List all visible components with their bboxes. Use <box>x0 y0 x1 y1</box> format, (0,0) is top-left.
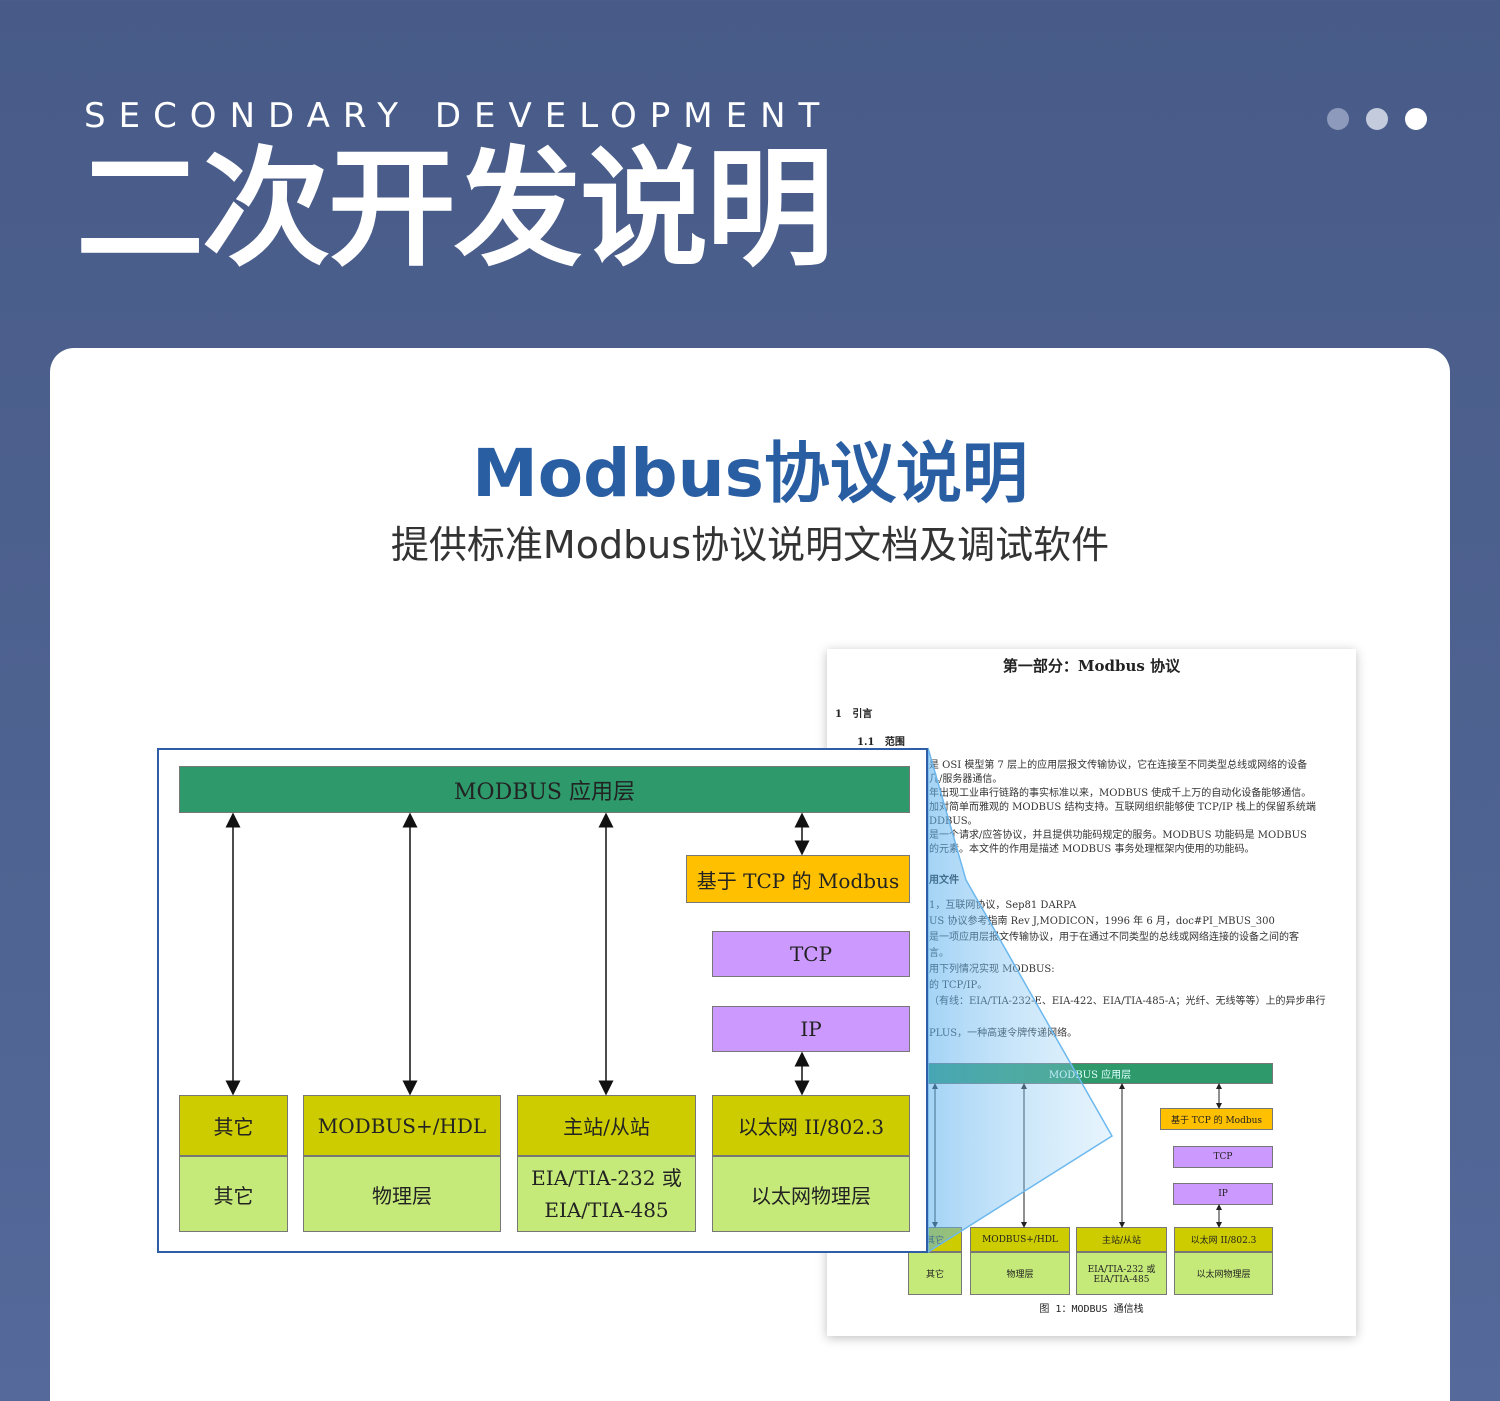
document-line: 加对简单而雅观的 MODBUS 结构支持。互联网组织能够使 TCP/IP 栈上的… <box>929 802 1316 813</box>
mini-col3-bottom-line2: EIA/TIA-485 <box>1093 1275 1150 1285</box>
app-layer-block: MODBUS 应用层 <box>179 766 910 813</box>
document-line: 是 OSI 模型第 7 层上的应用层报文传输协议，它在连接至不同类型总线或网络的… <box>929 760 1308 771</box>
mini-tcp: TCP <box>1173 1146 1273 1168</box>
col1-bottom-block: 其它 <box>179 1156 288 1232</box>
mini-col4-bottom: 以太网物理层 <box>1174 1252 1273 1295</box>
card-title: Modbus协议说明 <box>472 435 1028 512</box>
col2-top-block: MODBUS+/HDL <box>303 1095 501 1156</box>
col3-bottom-line2: EIA/TIA-485 <box>544 1198 669 1222</box>
col1-top-block: 其它 <box>179 1095 288 1156</box>
heading-text: 引言 <box>852 709 873 720</box>
heading-number: 1 <box>835 709 842 720</box>
mini-col1-bottom: 其它 <box>908 1252 962 1295</box>
tcp-modbus-block: 基于 TCP 的 Modbus <box>686 855 910 903</box>
carousel-dot[interactable] <box>1366 108 1388 130</box>
document-subheading: 1.1 范围 <box>857 733 905 748</box>
col3-top-block: 主站/从站 <box>517 1095 696 1156</box>
document-line: 年出现工业串行链路的事实标准以来，MODBUS 使成千上万的自动化设备能够通信。 <box>929 788 1312 799</box>
mini-col3-bottom: EIA/TIA-232 或 EIA/TIA-485 <box>1076 1252 1167 1295</box>
subtitle-en: SECONDARY DEVELOPMENT <box>84 96 833 136</box>
modbus-stack-diagram: MODBUS 应用层 基于 TCP 的 Modbus TCP IP 其它 其它 … <box>157 748 928 1253</box>
col3-bottom-block: EIA/TIA-232 或 EIA/TIA-485 <box>517 1156 696 1232</box>
document-caption: 图 1：MODBUS 通信栈 <box>1039 1304 1144 1315</box>
carousel-dot-active[interactable] <box>1405 108 1427 130</box>
tcp-block: TCP <box>712 931 910 977</box>
mini-ip: IP <box>1173 1183 1273 1205</box>
document-line: 是一项应用层报文传输协议，用于在通过不同类型的总线或网络连接的设备之间的客 <box>929 932 1299 943</box>
col3-bottom-line1: EIA/TIA-232 或 <box>531 1166 682 1190</box>
col4-bottom-block: 以太网物理层 <box>712 1156 910 1232</box>
mini-col2-bottom: 物理层 <box>970 1252 1070 1295</box>
page-title: 二次开发说明 <box>76 135 834 284</box>
mini-col4-top: 以太网 II/802.3 <box>1174 1227 1273 1252</box>
mini-col3-bottom-line1: EIA/TIA-232 或 <box>1087 1265 1156 1275</box>
document-title: 第一部分：Modbus 协议 <box>1002 657 1181 675</box>
col2-bottom-block: 物理层 <box>303 1156 501 1232</box>
subheading-number: 1.1 <box>857 737 875 748</box>
document-heading: 1 引言 <box>835 705 872 720</box>
card-subtitle: 提供标准Modbus协议说明文档及调试软件 <box>390 523 1110 567</box>
carousel-dots <box>1327 108 1427 130</box>
subheading-text: 范围 <box>884 737 905 748</box>
col4-top-block: 以太网 II/802.3 <box>712 1095 910 1156</box>
document-line: （有线：EIA/TIA-232-E、EIA-422、EIA/TIA-485-A；… <box>929 996 1326 1007</box>
diagram-arrows <box>225 812 810 1096</box>
carousel-dot[interactable] <box>1327 108 1349 130</box>
document-line: 是一个请求/应答协议，并且提供功能码规定的服务。MODBUS 功能码是 MODB… <box>929 830 1307 841</box>
ip-block: IP <box>712 1006 910 1052</box>
